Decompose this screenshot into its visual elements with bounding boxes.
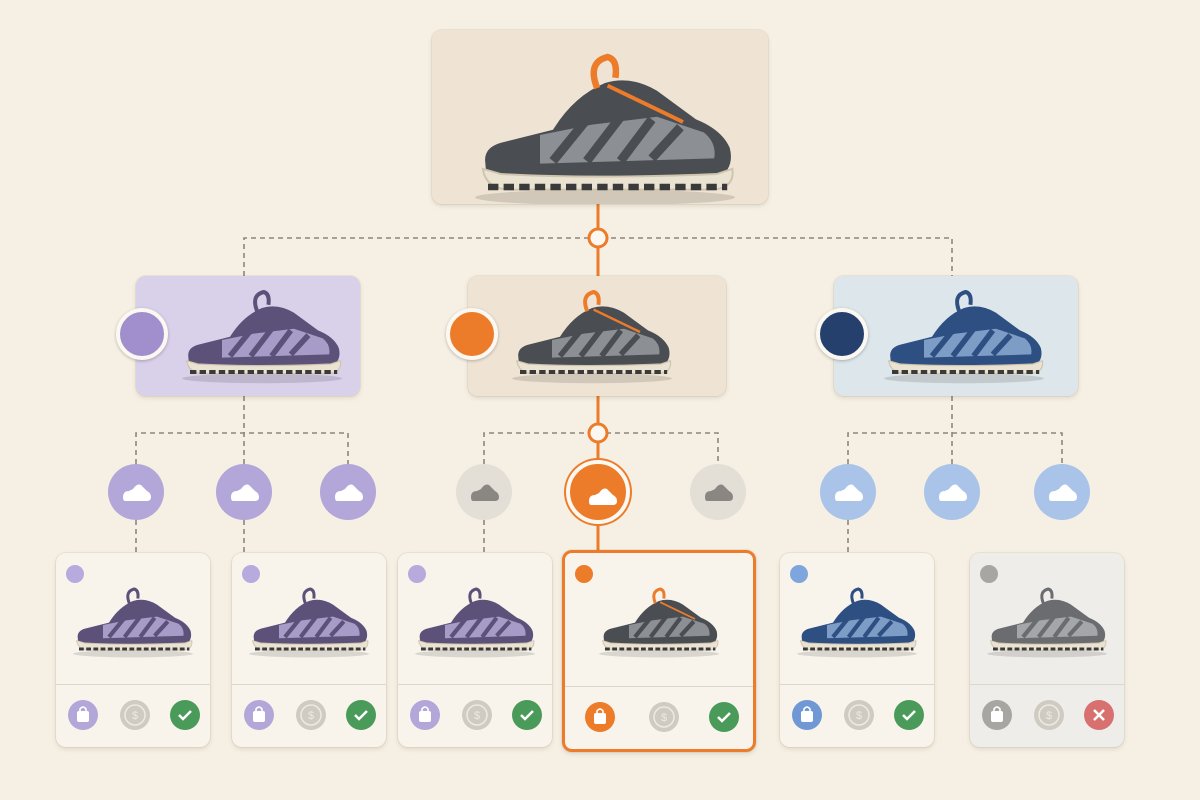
sku-actions: $ xyxy=(970,684,1124,747)
variant-card-purple[interactable] xyxy=(136,276,360,396)
shopping-bag-icon[interactable] xyxy=(585,702,615,732)
sku-card[interactable]: $ xyxy=(398,553,552,747)
price-coin-icon: $ xyxy=(120,700,150,730)
color-dot xyxy=(980,565,998,583)
sku-actions: $ xyxy=(398,684,552,747)
close-icon xyxy=(1084,700,1114,730)
shoe-icon xyxy=(182,289,342,384)
shopping-bag-icon[interactable] xyxy=(792,700,822,730)
price-coin-icon: $ xyxy=(649,702,679,732)
shoe-icon xyxy=(987,587,1107,658)
shoe-icon xyxy=(599,587,719,658)
variant-card-orange[interactable] xyxy=(468,276,726,396)
shoe-icon xyxy=(123,484,151,501)
sku-actions: $ xyxy=(565,686,753,749)
sku-card[interactable]: $ xyxy=(232,553,386,747)
color-swatch-navy[interactable] xyxy=(816,308,868,360)
root-product-card[interactable] xyxy=(432,30,768,206)
check-icon xyxy=(894,700,924,730)
color-dot xyxy=(242,565,260,583)
variant-card-navy[interactable] xyxy=(834,276,1078,396)
color-dot xyxy=(408,565,426,583)
color-dot xyxy=(66,565,84,583)
sku-card[interactable]: $ xyxy=(780,553,934,747)
shoe-icon xyxy=(705,484,733,501)
shoe-icon xyxy=(884,289,1044,384)
size-node[interactable] xyxy=(216,464,272,520)
svg-text:$: $ xyxy=(474,710,480,722)
price-coin-icon: $ xyxy=(844,700,874,730)
shoe-icon xyxy=(589,488,617,505)
color-dot xyxy=(790,565,808,583)
color-dot xyxy=(575,565,593,583)
sku-actions: $ xyxy=(232,684,386,747)
sku-card[interactable]: $ xyxy=(56,553,210,747)
shoe-icon xyxy=(512,289,672,384)
size-node[interactable] xyxy=(1034,464,1090,520)
price-coin-icon: $ xyxy=(462,700,492,730)
shopping-bag-icon[interactable] xyxy=(68,700,98,730)
shoe-icon xyxy=(471,484,499,501)
color-swatch-orange[interactable] xyxy=(446,308,498,360)
shoe-icon xyxy=(73,587,193,658)
check-icon xyxy=(170,700,200,730)
shoe-icon xyxy=(335,484,363,501)
check-icon xyxy=(709,702,739,732)
price-coin-icon: $ xyxy=(1034,700,1064,730)
size-node[interactable] xyxy=(690,464,746,520)
sku-card[interactable]: $ xyxy=(562,550,756,752)
shoe-icon xyxy=(939,484,967,501)
shoe-icon xyxy=(249,587,369,658)
size-node[interactable] xyxy=(108,464,164,520)
svg-text:$: $ xyxy=(661,712,667,724)
svg-text:$: $ xyxy=(308,710,314,722)
svg-text:$: $ xyxy=(1046,710,1052,722)
shoe-icon xyxy=(835,484,863,501)
sku-actions: $ xyxy=(56,684,210,747)
sku-card[interactable]: $ xyxy=(970,553,1124,747)
shopping-bag-icon[interactable] xyxy=(244,700,274,730)
shoe-icon xyxy=(797,587,917,658)
shoe-icon xyxy=(231,484,259,501)
shopping-bag-icon[interactable] xyxy=(410,700,440,730)
shopping-bag-icon[interactable] xyxy=(982,700,1012,730)
sku-actions: $ xyxy=(780,684,934,747)
shoe-icon xyxy=(1049,484,1077,501)
price-coin-icon: $ xyxy=(296,700,326,730)
size-node[interactable] xyxy=(320,464,376,520)
check-icon xyxy=(512,700,542,730)
check-icon xyxy=(346,700,376,730)
svg-text:$: $ xyxy=(856,710,862,722)
size-node[interactable] xyxy=(924,464,980,520)
svg-text:$: $ xyxy=(132,710,138,722)
shoe-icon xyxy=(415,587,535,658)
shoe-icon xyxy=(475,53,735,206)
size-node[interactable] xyxy=(566,460,630,524)
size-node[interactable] xyxy=(456,464,512,520)
size-node[interactable] xyxy=(820,464,876,520)
color-swatch-purple[interactable] xyxy=(116,308,168,360)
